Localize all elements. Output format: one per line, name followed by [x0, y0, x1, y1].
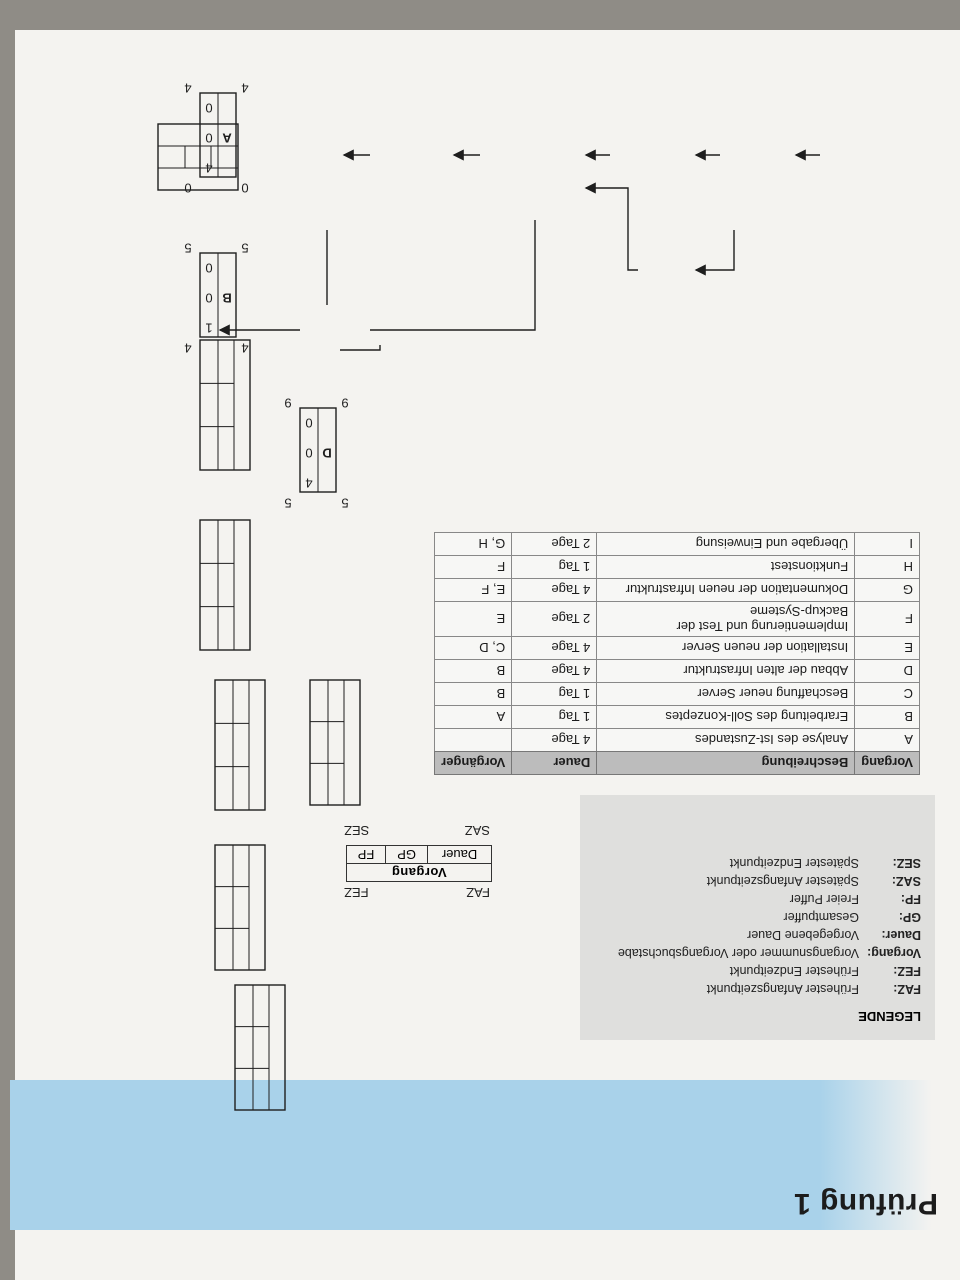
node-b: B1 0 0 4 5 4 5	[184, 241, 248, 356]
empty-node-box	[234, 984, 286, 1111]
node-name: B	[222, 291, 231, 306]
empty-node-box	[199, 519, 251, 651]
node-a	[157, 123, 239, 191]
node-saz: 0	[184, 181, 191, 196]
node-faz: 5	[341, 496, 348, 511]
node-fez: 5	[241, 241, 248, 256]
node-faz: 0	[241, 181, 248, 196]
empty-node-box	[214, 679, 266, 811]
node-fp: 0	[205, 101, 212, 116]
node-fez: 4	[241, 81, 248, 96]
node-name: D	[322, 446, 331, 461]
node-fez: 9	[341, 396, 348, 411]
node-saz: 5	[284, 496, 291, 511]
node-duration: 4	[205, 161, 212, 176]
connectors	[218, 149, 820, 351]
node-gp: 0	[305, 446, 312, 461]
arrow-e-f	[370, 220, 536, 331]
node-fp: 0	[205, 261, 212, 276]
node-duration: 4	[305, 476, 312, 491]
arrow-f-stub	[340, 345, 381, 351]
arrow-d-e	[584, 182, 638, 271]
node-sez: 5	[184, 241, 191, 256]
node-saz: 4	[184, 341, 191, 356]
node-gp: 0	[205, 291, 212, 306]
node-duration: 1	[205, 321, 212, 336]
node-name: A	[222, 131, 232, 146]
arrow-b-d	[694, 230, 735, 276]
empty-node-box	[309, 679, 361, 806]
node-d: D4 0 0 5 9 5 9	[284, 396, 348, 511]
node-sez: 9	[284, 396, 291, 411]
empty-node-box	[199, 339, 251, 471]
empty-node-box	[214, 844, 266, 971]
node-sez: 4	[184, 81, 191, 96]
node-fp: 0	[305, 416, 312, 431]
node-gp: 0	[205, 131, 212, 146]
node-faz: 4	[241, 341, 248, 356]
